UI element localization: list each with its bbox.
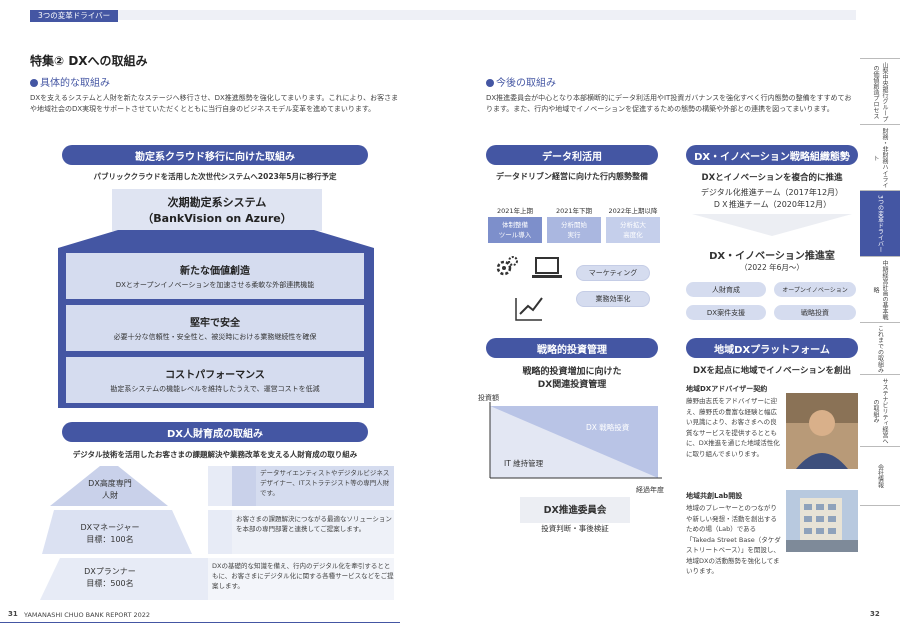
committee-title: DX推進委員会	[543, 505, 607, 516]
lab-text: 地域のプレーヤーとのつながりや新しい発想・活動を創出するための場（Lab）である…	[686, 504, 781, 575]
role-1: 人財育成	[686, 282, 766, 297]
hr-desc-2: お客さまの課題解決につながる最適なソリューションを本部の専門部署と連携してご提案…	[236, 515, 392, 533]
timeline-step-3: 分析拡大 高度化	[606, 217, 660, 243]
sidebar-item-6[interactable]: サステナビリティ経営への取組み	[860, 374, 900, 446]
left-intro: DXを支えるシステムと人財を新たなステージへ移行させ、DX推進態勢を強化してまい…	[30, 94, 399, 113]
cloud-subtitle: パブリッククラウドを活用した次世代システムへ2023年5月に移行予定	[93, 172, 337, 181]
data-subtitle: データドリブン経営に向けた行内態勢整備	[496, 172, 648, 181]
committee-sub: 投資判断・事後検証	[541, 524, 609, 533]
advisor-title: 地域DXアドバイザー契約	[686, 385, 768, 393]
org-team-2: ＤＸ推進チーム（2020年12月）	[712, 200, 832, 209]
cloud-item-1: 新たな価値創造 DXとオープンイノベーションを加速させる柔軟な外部連携機能	[66, 253, 364, 299]
left-footer-text: YAMANASHI CHUO BANK REPORT 2022	[24, 611, 151, 619]
laptop-icon	[532, 257, 562, 278]
role-2: オープンイノベーション	[774, 282, 856, 297]
sidebar-item-5[interactable]: これまでの取組み	[860, 322, 900, 374]
platform-subtitle: DXを起点に地域でイノベーションを創出	[693, 366, 851, 376]
feature-title: 特集② DXへの取組み	[30, 54, 148, 68]
timeline-period-2: 2021年下期	[555, 207, 593, 215]
cloud-pill: 勘定系クラウド移行に向けた取組み	[62, 145, 368, 165]
timeline-period-3: 2022年上期以降	[608, 207, 658, 215]
hr-level-1: DX高度専門人財	[88, 479, 132, 500]
sidebar-item-1[interactable]: 山梨中央銀行グループの価値創造プロセス	[860, 58, 900, 124]
sidebar-item-2[interactable]: 財務・非財務ハイライト	[860, 124, 900, 190]
cloud-item-3: コストパフォーマンス 勘定系システムの機能レベルを維持したうえで、運営コストを低…	[66, 357, 364, 403]
tag-efficiency: 業務効率化	[576, 291, 650, 307]
platform-pill: 地域DXプラットフォーム	[686, 338, 858, 358]
tag-marketing: マーケティング	[576, 265, 650, 281]
org-office-date: （2022 年6月～）	[740, 263, 804, 272]
timeline-period-1: 2021年上期	[496, 207, 534, 215]
sidebar-item-3[interactable]: 3つの変革ドライバー	[860, 190, 900, 256]
left-page-number: 31	[8, 610, 18, 618]
hr-pyramid	[40, 466, 394, 600]
org-office: DX・イノベーション推進室	[709, 251, 835, 262]
hr-level-2: DXマネージャー目標：100名	[80, 523, 140, 544]
right-intro: DX推進委員会が中心となり本部横断的にデータ利活用やIT投資ガバナンスを強化すべ…	[486, 94, 852, 113]
timeline-step-1: 体制整備 ツール導入	[488, 217, 542, 243]
left-section-title: 具体的な取組み	[30, 74, 110, 89]
cloud-item-2: 堅牢で安全 必要十分な信頼性・安全性と、被災時における業務継続性を確保	[66, 305, 364, 351]
invest-subtitle-1: 戦略的投資増加に向けた	[522, 367, 622, 377]
data-pill: データ利活用	[486, 145, 658, 165]
bullet-icon	[486, 79, 494, 87]
committee-box	[520, 497, 630, 523]
advisor-photo	[786, 393, 858, 469]
sidebar-item-4[interactable]: 中期経営計画の基本戦略	[860, 256, 900, 322]
org-team-1: デジタル化推進チーム（2017年12月）	[700, 188, 844, 197]
org-subtitle: DXとイノベーションを複合的に推進	[701, 173, 843, 183]
gear-icon	[508, 256, 518, 266]
system-box: 次期勘定系システム （BankVision on Azure）	[112, 189, 322, 231]
right-section-title: 今後の取組み	[486, 74, 556, 89]
role-3: DX案件支援	[686, 305, 766, 320]
lab-building-photo	[786, 490, 858, 552]
hr-desc-3: DXの基礎的な知識を備え、行内のデジタル化を牽引するとともに、お客さまにデジタル…	[212, 562, 394, 590]
invest-area-it: IT 維持管理	[504, 459, 544, 468]
org-arrow-icon	[692, 214, 852, 236]
invest-y-label: 投資額	[478, 394, 499, 402]
chart-trend-icon	[515, 297, 543, 321]
data-icons	[496, 256, 562, 321]
hr-subtitle: デジタル技術を活用したお客さまの課題解決や業務改革を支える人財育成の取り組み	[72, 450, 358, 459]
lab-title: 地域共創Lab開設	[686, 492, 743, 500]
left-footer-line	[0, 622, 400, 623]
sidebar-item-7[interactable]: 会社情報	[860, 446, 900, 506]
invest-chart	[489, 402, 662, 479]
bullet-icon	[30, 79, 38, 87]
hr-desc-1: データサイエンティストやデジタルビジネスデザイナー、ITストラテジスト等の専門人…	[260, 469, 390, 497]
advisor-text: 藤野由志氏をアドバイザーに迎え、藤野氏の豊富な経験と幅広い見識により、お客さまへ…	[686, 397, 780, 458]
header-tag: 3つの変革ドライバー	[30, 10, 119, 22]
top-bar	[30, 10, 856, 20]
hr-pill: DX人財育成の取組み	[62, 422, 368, 442]
invest-subtitle-2: DX関連投資管理	[537, 380, 607, 390]
org-pill: DX・イノベーション戦略組織態勢	[686, 145, 858, 165]
invest-x-label: 経過年度	[636, 486, 664, 494]
timeline-step-2: 分析開始 実行	[547, 217, 601, 243]
invest-area-dx: DX 戦略投資	[586, 423, 630, 432]
hr-level-3: DXプランナー目標：500名	[84, 567, 136, 588]
invest-pill: 戦略的投資管理	[486, 338, 658, 358]
role-4: 戦略投資	[774, 305, 856, 320]
gear-icon	[496, 260, 512, 276]
right-page-number: 32	[870, 610, 880, 618]
